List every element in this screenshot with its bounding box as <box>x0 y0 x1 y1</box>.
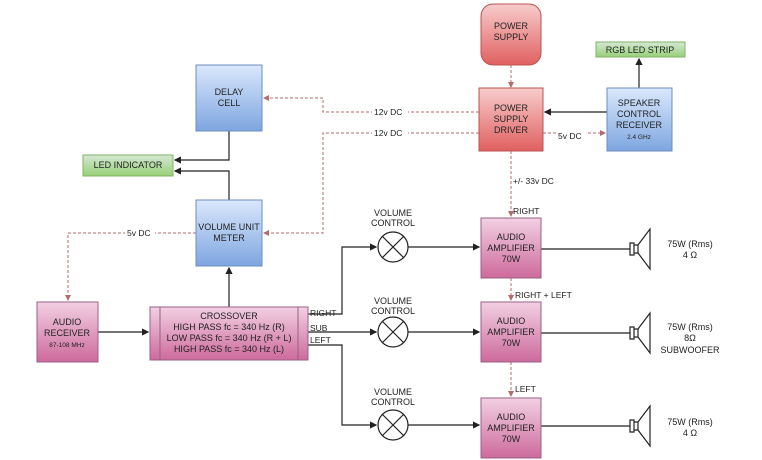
power-supply-driver-block[interactable]: POWER SUPPLY DRIVER <box>478 87 544 152</box>
speaker-power: 75W (Rms) <box>667 239 713 249</box>
label-5v: 5v DC <box>127 228 151 238</box>
amp-label: AUDIO <box>497 232 526 242</box>
speaker-impedance: 4 Ω <box>683 428 698 438</box>
crossover-label: HIGH PASS fc = 340 Hz (R) <box>173 322 285 332</box>
delay-label: DELAY <box>215 87 244 97</box>
label-left: LEFT <box>310 335 331 345</box>
crossover-block[interactable]: CROSSOVER HIGH PASS fc = 340 Hz (R) LOW … <box>149 306 309 361</box>
volume-control-left[interactable]: VOLUME CONTROL <box>371 387 415 441</box>
receiver-label: CONTROL <box>617 109 661 119</box>
amp-label: 70W <box>502 338 521 348</box>
label-sub: SUB <box>310 323 328 333</box>
amplifier-left[interactable]: AUDIO AMPLIFIER 70W <box>480 397 542 459</box>
vc-label: CONTROL <box>371 218 415 228</box>
amp-label: AMPLIFIER <box>487 243 535 253</box>
receiver-freq: 2.4 GHz <box>627 134 651 141</box>
amplifier-right[interactable]: AUDIO AMPLIFIER 70W <box>480 217 542 279</box>
label-right: RIGHT <box>310 308 336 318</box>
delay-label: CELL <box>218 98 241 108</box>
driver-label: SUPPLY <box>494 114 529 124</box>
led-label: LED INDICATOR <box>94 160 163 170</box>
speaker-impedance: 4 Ω <box>683 250 698 260</box>
connections <box>65 57 643 429</box>
audio-receiver-freq: 87-108 MHz <box>49 342 84 349</box>
power-supply-label: SUPPLY <box>494 32 529 42</box>
crossover-label: HIGH PASS fc = 340 Hz (L) <box>174 344 284 354</box>
amp-label: AMPLIFIER <box>487 327 535 337</box>
amp-label: AUDIO <box>497 316 526 326</box>
vc-label: VOLUME <box>374 296 412 306</box>
label-12v: 12v DC <box>374 128 402 138</box>
driver-label: DRIVER <box>494 125 529 135</box>
volume-control-right[interactable]: VOLUME CONTROL <box>371 208 415 263</box>
vc-label: CONTROL <box>371 397 415 407</box>
led-indicator-block[interactable]: LED INDICATOR <box>82 154 174 177</box>
label-amp-left: LEFT <box>515 384 536 394</box>
volume-control-sub[interactable]: VOLUME CONTROL <box>371 296 415 348</box>
crossover-label: CROSSOVER <box>200 311 258 321</box>
speaker-power: 75W (Rms) <box>667 417 713 427</box>
amp-label: 70W <box>502 254 521 264</box>
vu-meter-block[interactable]: VOLUME UNIT METER <box>195 199 263 267</box>
amplifier-sub[interactable]: AUDIO AMPLIFIER 70W <box>480 301 542 363</box>
speaker-icon <box>629 404 651 448</box>
vu-label: METER <box>213 233 245 243</box>
power-supply-block[interactable]: POWER SUPPLY <box>480 3 542 66</box>
vu-label: VOLUME UNIT <box>198 222 260 232</box>
speaker-power: 75W (Rms) <box>667 322 713 332</box>
rgb-led-strip-block[interactable]: RGB LED STRIP <box>595 41 686 58</box>
label-amp-sub: RIGHT + LEFT <box>515 290 572 300</box>
speaker-control-receiver-block[interactable]: SPEAKER CONTROL RECEIVER 2.4 GHz <box>606 87 673 152</box>
edge-labels: 12v DC 12v DC 5v DC 5v DC +/- 33v DC RIG… <box>125 107 586 394</box>
delay-cell-block[interactable]: DELAY CELL <box>195 64 263 132</box>
driver-label: POWER <box>494 103 529 113</box>
label-amp-right: RIGHT <box>513 206 539 216</box>
power-supply-label: POWER <box>494 21 529 31</box>
amp-label: AUDIO <box>497 412 526 422</box>
vc-label: VOLUME <box>374 387 412 397</box>
speaker-impedance: 8Ω <box>684 333 696 343</box>
label-12v: 12v DC <box>374 107 402 117</box>
audio-receiver-label: AUDIO <box>53 317 82 327</box>
audio-receiver-block[interactable]: AUDIO RECEIVER 87-108 MHz <box>36 301 99 363</box>
speaker-icon <box>629 227 651 271</box>
label-5v: 5v DC <box>558 131 582 141</box>
vc-label: VOLUME <box>374 208 412 218</box>
amp-label: 70W <box>502 434 521 444</box>
rgb-label: RGB LED STRIP <box>606 45 675 55</box>
audio-receiver-label: RECEIVER <box>44 328 91 338</box>
crossover-label: LOW PASS fc = 340 Hz (R + L) <box>167 333 292 343</box>
receiver-label: SPEAKER <box>618 98 661 108</box>
amp-label: AMPLIFIER <box>487 423 535 433</box>
speaker-note: SUBWOOFER <box>660 345 720 355</box>
vc-label: CONTROL <box>371 306 415 316</box>
label-33v: +/- 33v DC <box>513 176 554 186</box>
receiver-label: RECEIVER <box>616 120 663 130</box>
speaker-icon <box>629 311 651 355</box>
